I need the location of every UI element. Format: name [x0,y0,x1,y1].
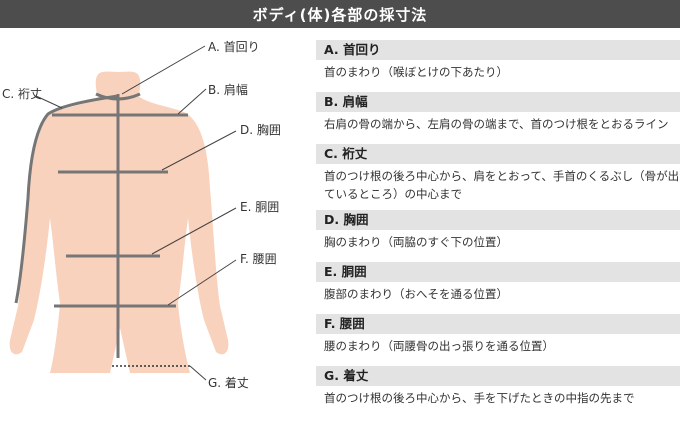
length-leader [189,365,207,381]
neck-line [95,92,141,101]
sleeve-leader [35,95,63,109]
entry-desc: 腰のまわり（両腰骨の出っ張りを通る位置） [324,339,554,353]
entry-title: C. 裄丈 [316,144,680,164]
entry-neck: A. 首回り 首のまわり（喉ぼとけの下あたり） [316,40,680,81]
page-title: ボディ(体)各部の採寸法 [0,0,680,28]
label-waist: E. 胴囲 [240,200,280,214]
entry-desc: 首のまわり（喉ぼとけの下あたり） [324,65,508,79]
label-neck: A. 首回り [208,40,260,54]
entry-title: B. 肩幅 [316,92,680,112]
chest-leader [161,130,237,171]
entry-title: F. 腰囲 [316,314,680,334]
entry-length: G. 着丈 首のつけ根の後ろ中心から、手を下げたときの中指の先まで [316,366,680,407]
entry-title: E. 胴囲 [316,262,680,282]
entry-desc: 首のつけ根の後ろ中心から、肩をとおって、手首のくるぶし（骨が出ているところ）の中… [324,169,680,201]
label-sleeve: C. 裄丈 [2,87,43,101]
waist-leader [151,207,237,255]
neck-leader [121,45,206,95]
entry-chest: D. 胸囲 胸のまわり（両脇のすぐ下の位置） [316,210,680,251]
entry-title: G. 着丈 [316,366,680,386]
label-hip: F. 腰囲 [240,252,277,266]
entry-title: D. 胸囲 [316,210,680,230]
label-length: G. 着丈 [208,376,249,390]
entry-title: A. 首回り [316,40,680,60]
entry-sleeve: C. 裄丈 首のつけ根の後ろ中心から、肩をとおって、手首のくるぶし（骨が出ている… [316,144,680,203]
body-figure: A. 首回り B. 肩幅 C. 裄丈 D. 胸囲 E. 胴囲 F. 腰囲 G. … [0,28,305,440]
hip-leader [167,259,237,306]
label-chest: D. 胸囲 [240,123,281,137]
shoulder-leader [177,88,207,115]
entry-desc: 右肩の骨の端から、左肩の骨の端まで、首のつけ根をとおるライン [324,117,669,131]
entry-waist: E. 胴囲 腹部のまわり（おへそを通る位置） [316,262,680,303]
entry-desc: 腹部のまわり（おへそを通る位置） [324,287,508,301]
entry-hip: F. 腰囲 腰のまわり（両腰骨の出っ張りを通る位置） [316,314,680,355]
body-illustration [9,45,237,381]
entry-shoulder: B. 肩幅 右肩の骨の端から、左肩の骨の端まで、首のつけ根をとおるライン [316,92,680,133]
entry-desc: 胸のまわり（両脇のすぐ下の位置） [324,235,508,249]
entry-desc: 首のつけ根の後ろ中心から、手を下げたときの中指の先まで [324,391,635,405]
label-shoulder: B. 肩幅 [208,83,248,97]
sleeve-line [14,94,119,304]
